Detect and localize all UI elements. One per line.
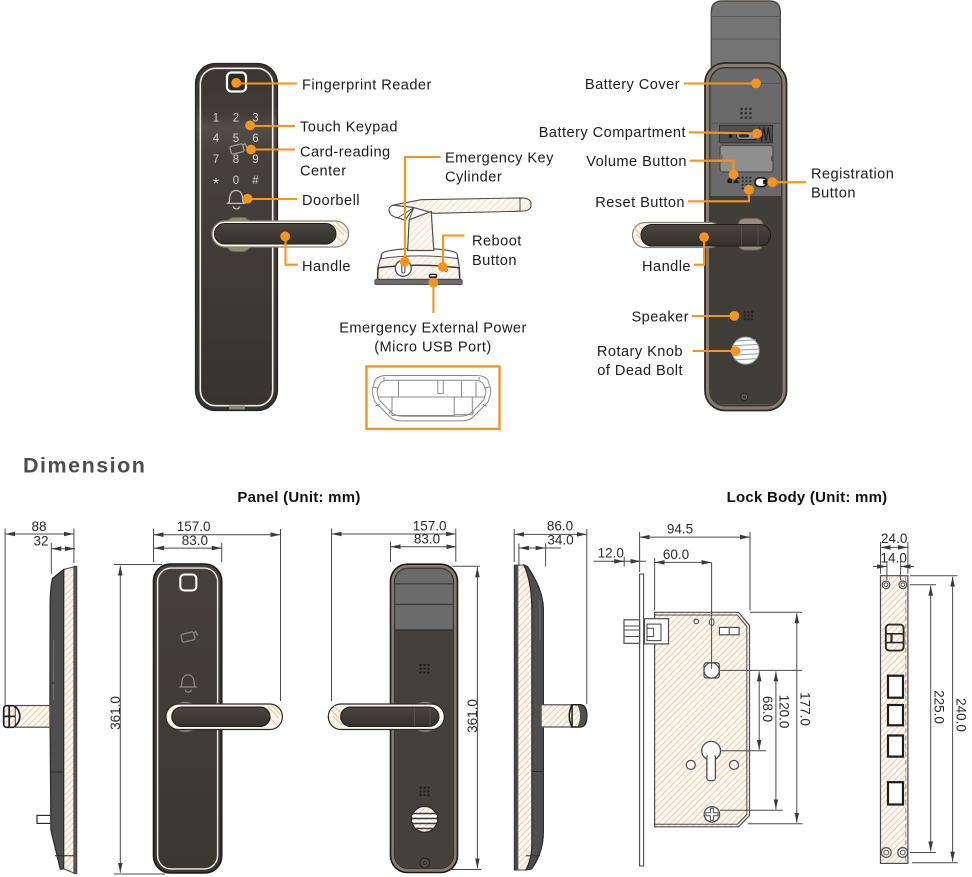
svg-text:1: 1 — [213, 113, 219, 125]
svg-text:4: 4 — [213, 133, 220, 145]
svg-text:60.0: 60.0 — [663, 547, 689, 562]
svg-text:Emergency External Power: Emergency External Power — [339, 321, 527, 337]
svg-text:*: * — [213, 176, 219, 193]
svg-text:Cylinder: Cylinder — [445, 170, 502, 186]
svg-text:9: 9 — [252, 154, 258, 166]
svg-text:#: # — [252, 175, 259, 187]
svg-text:Speaker: Speaker — [631, 310, 689, 326]
svg-text:5: 5 — [233, 133, 239, 145]
svg-text:2: 2 — [233, 113, 239, 125]
svg-text:34.0: 34.0 — [547, 533, 573, 548]
svg-text:Reboot: Reboot — [472, 234, 522, 250]
svg-text:83.0: 83.0 — [182, 533, 208, 548]
svg-text:32: 32 — [33, 534, 48, 549]
svg-text:Rotary Knob: Rotary Knob — [597, 344, 683, 360]
svg-text:Handle: Handle — [302, 259, 351, 275]
svg-text:Dimension: Dimension — [23, 454, 146, 478]
svg-text:68.0: 68.0 — [760, 696, 775, 722]
svg-text:Registration: Registration — [811, 167, 894, 183]
svg-text:Reset Button: Reset Button — [595, 195, 685, 211]
svg-text:Battery Compartment: Battery Compartment — [539, 125, 686, 141]
svg-text:3: 3 — [252, 113, 258, 125]
svg-text:240.0: 240.0 — [953, 698, 968, 732]
svg-text:Card-reading: Card-reading — [300, 145, 391, 161]
svg-text:Handle: Handle — [642, 259, 691, 275]
svg-text:Fingerprint Reader: Fingerprint Reader — [302, 78, 432, 94]
svg-text:8: 8 — [233, 154, 239, 166]
svg-text:Button: Button — [811, 186, 856, 202]
svg-text:Touch Keypad: Touch Keypad — [300, 120, 398, 136]
svg-text:225.0: 225.0 — [931, 690, 946, 724]
svg-text:7: 7 — [213, 154, 219, 166]
svg-text:of Dead Bolt: of Dead Bolt — [597, 363, 683, 379]
svg-text:(Micro USB Port): (Micro USB Port) — [374, 340, 491, 356]
svg-text:83.0: 83.0 — [414, 532, 440, 547]
svg-text:Panel (Unit: mm): Panel (Unit: mm) — [237, 489, 360, 506]
svg-text:Center: Center — [300, 164, 347, 180]
svg-text:157.0: 157.0 — [413, 519, 447, 534]
svg-text:88: 88 — [31, 519, 46, 534]
svg-text:Emergency Key: Emergency Key — [445, 151, 554, 167]
svg-text:120.0: 120.0 — [777, 695, 792, 729]
svg-text:0: 0 — [233, 175, 239, 187]
svg-text:361.0: 361.0 — [108, 696, 123, 730]
svg-text:157.0: 157.0 — [177, 519, 211, 534]
svg-text:94.5: 94.5 — [667, 522, 693, 537]
svg-text:Button: Button — [472, 253, 517, 269]
svg-text:24.0: 24.0 — [881, 531, 907, 546]
svg-text:361.0: 361.0 — [465, 699, 480, 733]
svg-text:177.0: 177.0 — [798, 692, 813, 726]
svg-text:6: 6 — [252, 133, 258, 145]
svg-text:Lock Body (Unit: mm): Lock Body (Unit: mm) — [727, 489, 888, 506]
svg-text:12.0: 12.0 — [598, 546, 624, 561]
svg-text:86.0: 86.0 — [547, 519, 573, 534]
svg-text:Doorbell: Doorbell — [302, 193, 360, 209]
svg-text:Battery Cover: Battery Cover — [585, 77, 680, 93]
svg-text:14.0: 14.0 — [881, 551, 907, 566]
svg-text:Volume Button: Volume Button — [586, 154, 687, 170]
